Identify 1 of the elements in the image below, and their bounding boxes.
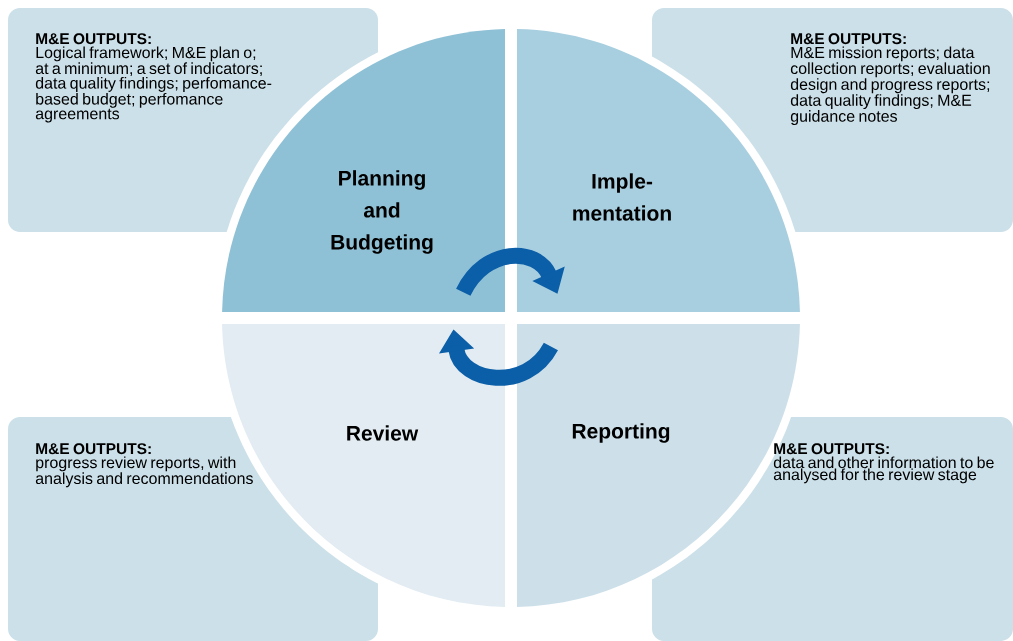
node-label: Reporting bbox=[572, 423, 670, 443]
